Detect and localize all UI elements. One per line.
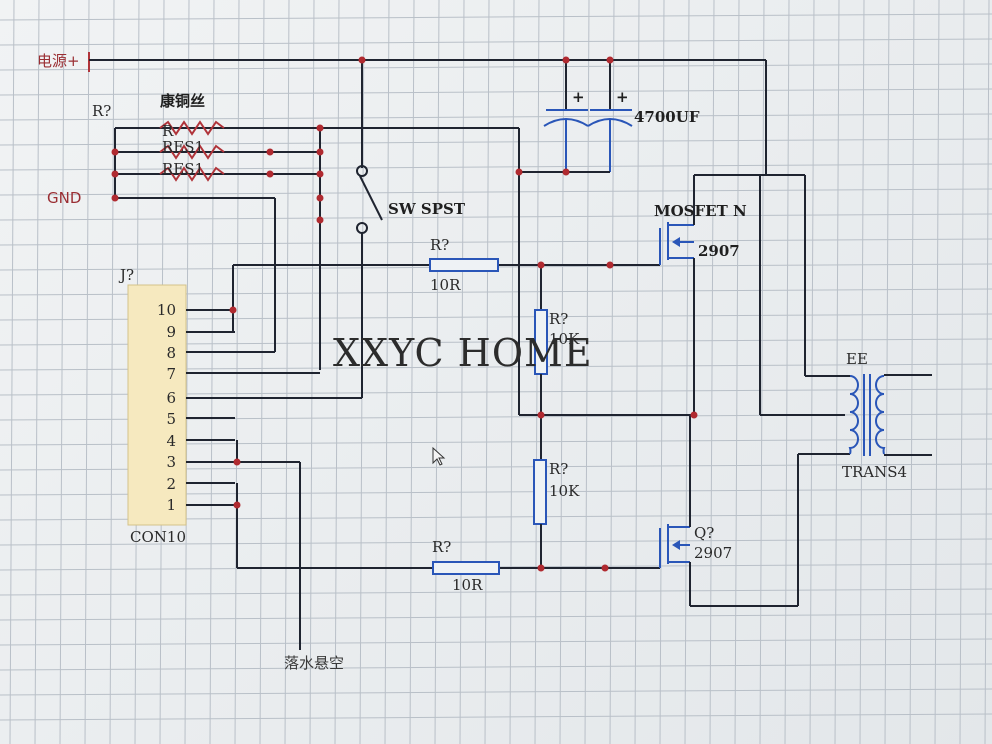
pin-number: 5 <box>166 410 176 428</box>
connector-name: CON10 <box>130 528 186 546</box>
spst-switch <box>356 165 383 398</box>
connector-body <box>127 284 187 526</box>
mosfet-top-label: MOSFET N <box>654 202 747 220</box>
mosfet-top-part: 2907 <box>698 242 740 260</box>
r-divider-top-label: R? <box>549 310 568 328</box>
cap-plus-2: + <box>616 88 629 106</box>
constantan-label: 康铜丝 <box>160 92 205 110</box>
capacitor-value: 4700UF <box>634 108 700 126</box>
transformer <box>759 175 932 456</box>
pin-number: 3 <box>166 453 176 471</box>
mosfet-top <box>659 174 806 415</box>
gate-network <box>429 258 694 575</box>
transformer-name: TRANS4 <box>842 463 907 481</box>
mosfet-bottom-label: Q? <box>694 524 714 542</box>
r-gate-bottom-value: 10R <box>452 576 483 594</box>
mosfet-bottom <box>659 415 799 607</box>
pin-number: 9 <box>166 323 176 341</box>
floating-note: 落水悬空 <box>284 654 344 672</box>
res1-a-label: RES1 <box>162 138 204 156</box>
connector-ref: J? <box>118 266 134 284</box>
transformer-ref: EE <box>846 350 868 368</box>
mosfet-bottom-part: 2907 <box>694 544 732 562</box>
pin-number: 8 <box>166 344 176 362</box>
capacitor-bank <box>519 60 633 173</box>
r-gate-bottom-label: R? <box>432 538 451 556</box>
power-rail <box>88 52 767 175</box>
pin-number: 10 <box>157 301 176 319</box>
res1-b-label: RES1 <box>162 160 204 178</box>
pin-numbers: 10 9 8 7 6 5 4 3 2 1 <box>157 301 176 514</box>
r-top-label: R? <box>92 102 111 120</box>
resistor-r-label: R <box>162 122 174 140</box>
junction-dots <box>111 56 698 572</box>
switch-label: SW SPST <box>388 200 466 218</box>
power-plus-label: 电源+ <box>37 52 80 70</box>
pin-number: 7 <box>166 365 176 383</box>
pin-number: 6 <box>166 389 176 407</box>
pin-number: 2 <box>166 475 176 493</box>
pin-number: 1 <box>166 496 176 514</box>
cap-plus-1: + <box>572 88 585 106</box>
r-divider-top-value: 10K <box>549 330 580 348</box>
mouse-cursor-icon <box>432 446 446 466</box>
watermark-text: XXYC HOME <box>333 331 593 375</box>
r-gate-top-label: R? <box>430 236 449 254</box>
r-divider-bottom-label: R? <box>549 460 568 478</box>
gnd-label: GND <box>47 189 81 207</box>
r-gate-top-value: 10R <box>430 276 461 294</box>
r-divider-bottom-value: 10K <box>549 482 580 500</box>
pin-number: 4 <box>166 432 176 450</box>
